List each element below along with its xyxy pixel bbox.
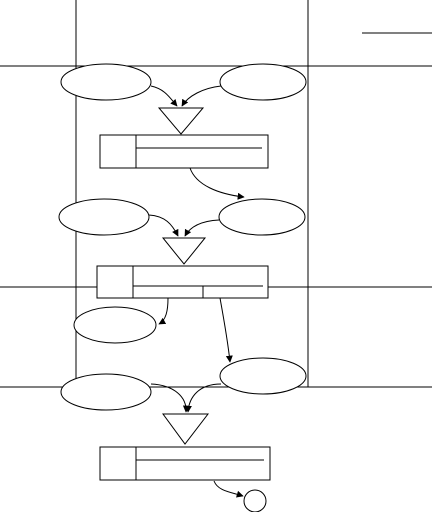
- flow-arrow-3b: [184, 384, 221, 413]
- merge-triangle-1[interactable]: [159, 108, 203, 134]
- flow-arrow-2-to-stage-3: [220, 298, 233, 363]
- flow-arrow-3a: [151, 384, 190, 413]
- flow-arrow-1a: [151, 86, 178, 107]
- record-2-body: [97, 266, 268, 298]
- flow-arrow-1b: [182, 86, 221, 107]
- input-node-2b[interactable]: [219, 199, 305, 235]
- frame-lines: [0, 0, 432, 387]
- stage-3: [61, 358, 306, 480]
- record-box-1[interactable]: [100, 135, 268, 168]
- merge-triangle-2[interactable]: [163, 238, 205, 264]
- record-box-2[interactable]: [97, 266, 268, 298]
- input-node-1b[interactable]: [220, 64, 306, 100]
- terminal-circle[interactable]: [244, 490, 266, 512]
- stage-2: [59, 199, 305, 298]
- record-3-body: [100, 447, 270, 480]
- input-node-3b[interactable]: [220, 358, 306, 394]
- flow-arrow-1-to-2: [190, 168, 245, 200]
- output-node-2c[interactable]: [74, 307, 156, 343]
- input-node-1a[interactable]: [61, 64, 151, 100]
- stage-1: [61, 64, 306, 168]
- flow-arrow-2-to-output: [158, 298, 168, 324]
- input-node-2a[interactable]: [59, 199, 149, 235]
- flow-arrow-2a: [149, 215, 178, 237]
- record-box-3[interactable]: [100, 447, 270, 480]
- flow-arrow-3-to-terminal: [214, 481, 244, 498]
- merge-triangle-3[interactable]: [163, 414, 208, 444]
- flow-arrow-2b: [185, 220, 219, 237]
- input-node-3a[interactable]: [61, 374, 151, 410]
- record-1-body: [100, 135, 268, 168]
